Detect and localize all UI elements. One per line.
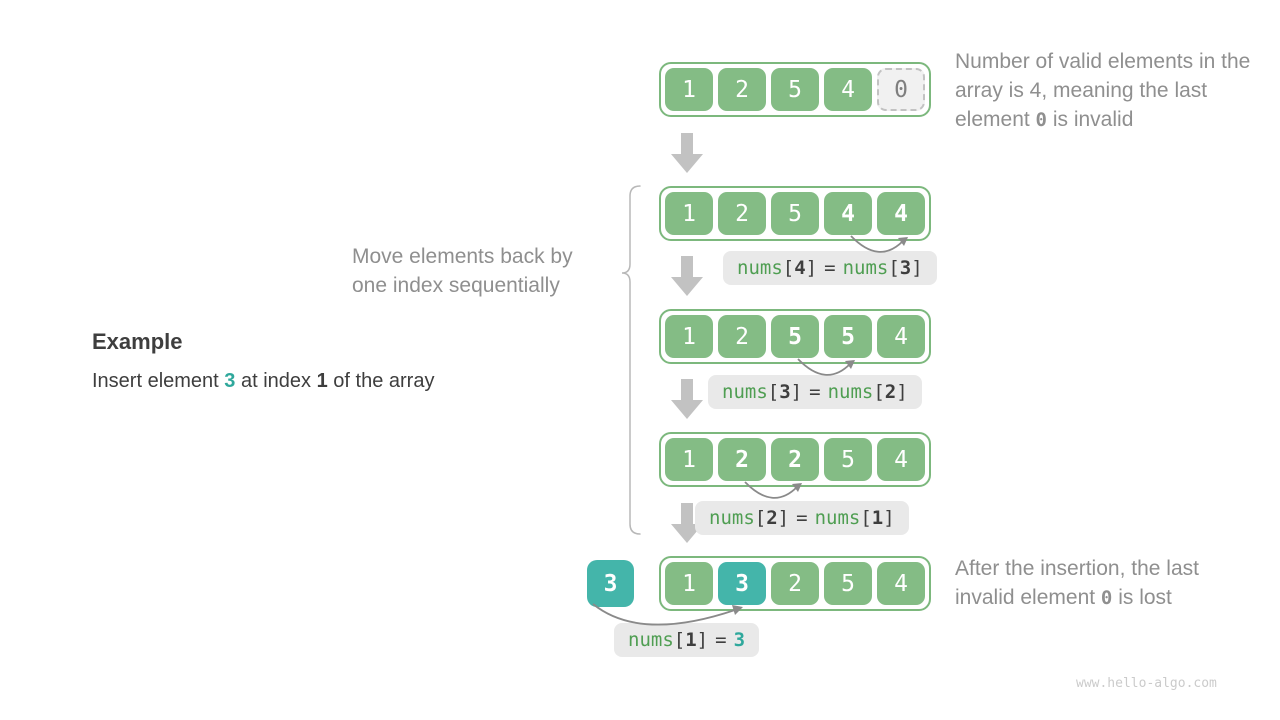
- array-cell: 1: [665, 68, 713, 111]
- array-cell: 1: [665, 562, 713, 605]
- array-cell-inserted: 3: [718, 562, 766, 605]
- array-cell-moved: 5: [824, 315, 872, 358]
- note-after-insertion: After the insertion, the last invalid el…: [955, 554, 1255, 613]
- code-label-step1: nums[4]=nums[3]: [723, 251, 937, 285]
- code-bracket: ]: [883, 507, 895, 529]
- code-fn: nums: [827, 381, 874, 403]
- code-bracket: ]: [896, 381, 908, 403]
- down-arrow-icon: [671, 256, 703, 296]
- array-cell: 5: [824, 438, 872, 481]
- code-bracket: ]: [696, 629, 709, 651]
- array-cell: 1: [665, 315, 713, 358]
- down-arrow-icon: [671, 503, 703, 543]
- array-cell-moved: 2: [718, 438, 766, 481]
- code-value: 3: [733, 629, 746, 651]
- desc-value-3: 3: [224, 370, 236, 392]
- code-equals: =: [796, 507, 808, 529]
- code-bracket: [: [860, 507, 872, 529]
- note-text: Number of valid elements in the array is…: [955, 50, 1251, 131]
- array-cell: 4: [824, 68, 872, 111]
- array-cell: 5: [771, 68, 819, 111]
- note-text: After the insertion, the last invalid el…: [955, 557, 1199, 609]
- move-arrow-icon: [797, 358, 855, 376]
- array-cell: 1: [665, 438, 713, 481]
- note-text: is lost: [1112, 586, 1172, 609]
- code-bracket: ]: [805, 257, 818, 279]
- desc-text: of the array: [327, 370, 435, 392]
- code-fn: nums: [709, 507, 755, 529]
- note-invalid-element: Number of valid elements in the array is…: [955, 47, 1260, 135]
- code-index: 2: [884, 381, 897, 403]
- array-cell: 5: [771, 192, 819, 235]
- note-text: is invalid: [1047, 108, 1134, 131]
- code-bracket: [: [873, 381, 885, 403]
- code-index: 3: [779, 381, 791, 403]
- move-label-line1: Move elements back by: [352, 245, 573, 268]
- note-code-zero: 0: [1035, 109, 1047, 131]
- array-cell: 4: [877, 438, 925, 481]
- code-index: 1: [871, 507, 884, 529]
- example-description: Insert element 3 at index 1 of the array: [92, 370, 434, 393]
- array-cell-moved: 2: [771, 438, 819, 481]
- code-index: 1: [685, 629, 697, 651]
- array-state-final: 1 3 2 5 4: [659, 556, 931, 611]
- inserted-element: 3: [587, 560, 634, 607]
- code-label-step2: nums[3]=nums[2]: [708, 375, 922, 409]
- code-bracket: [: [754, 507, 767, 529]
- code-fn: nums: [737, 257, 783, 279]
- watermark: www.hello-algo.com: [1076, 676, 1217, 691]
- array-cell: 5: [824, 562, 872, 605]
- code-bracket: [: [673, 629, 686, 651]
- curly-brace-icon: [621, 185, 641, 535]
- code-bracket: [: [888, 257, 900, 279]
- code-bracket: ]: [790, 381, 803, 403]
- down-arrow-icon: [671, 379, 703, 419]
- code-bracket: [: [782, 257, 795, 279]
- desc-text: at index: [235, 370, 317, 392]
- array-cell-invalid: 0: [877, 68, 925, 111]
- desc-text: Insert element: [92, 370, 225, 392]
- note-code-zero: 0: [1100, 587, 1113, 609]
- code-equals: =: [715, 629, 727, 651]
- array-state-initial: 1 2 5 4 0: [659, 62, 931, 117]
- code-index: 4: [794, 257, 806, 279]
- example-heading: Example: [92, 329, 183, 354]
- array-cell: 2: [718, 315, 766, 358]
- array-state-step3: 1 2 2 5 4: [659, 432, 931, 487]
- code-bracket: ]: [911, 257, 923, 279]
- code-label-insert: nums[1] = 3: [614, 623, 760, 657]
- array-state-step1: 1 2 5 4 4: [659, 186, 931, 241]
- code-fn: nums: [814, 507, 861, 529]
- code-bracket: [: [767, 381, 780, 403]
- move-label-line2: one index sequentially: [352, 274, 560, 297]
- move-arrow-icon: [744, 481, 802, 499]
- array-cell-moved: 4: [877, 192, 925, 235]
- code-index: 2: [766, 507, 778, 529]
- move-arrow-icon: [850, 235, 908, 253]
- code-equals: =: [809, 381, 821, 403]
- array-cell-moved: 4: [824, 192, 872, 235]
- array-cell: 1: [665, 192, 713, 235]
- array-cell: 4: [877, 315, 925, 358]
- code-index: 3: [899, 257, 912, 279]
- desc-index-1: 1: [316, 370, 328, 392]
- array-state-step2: 1 2 5 5 4: [659, 309, 931, 364]
- array-cell: 2: [718, 68, 766, 111]
- code-fn: nums: [628, 629, 674, 651]
- code-fn: nums: [842, 257, 889, 279]
- code-equals: =: [824, 257, 836, 279]
- code-bracket: ]: [777, 507, 790, 529]
- array-cell: 4: [877, 562, 925, 605]
- array-cell: 2: [718, 192, 766, 235]
- down-arrow-icon: [671, 133, 703, 173]
- array-cell: 2: [771, 562, 819, 605]
- example-block: Example Insert element 3 at index 1 of t…: [92, 329, 434, 393]
- insert-arrow-icon: [592, 603, 743, 626]
- move-elements-label: Move elements back by one index sequenti…: [352, 242, 573, 300]
- code-label-step3: nums[2]=nums[1]: [695, 501, 909, 535]
- code-fn: nums: [722, 381, 768, 403]
- array-cell-moved: 5: [771, 315, 819, 358]
